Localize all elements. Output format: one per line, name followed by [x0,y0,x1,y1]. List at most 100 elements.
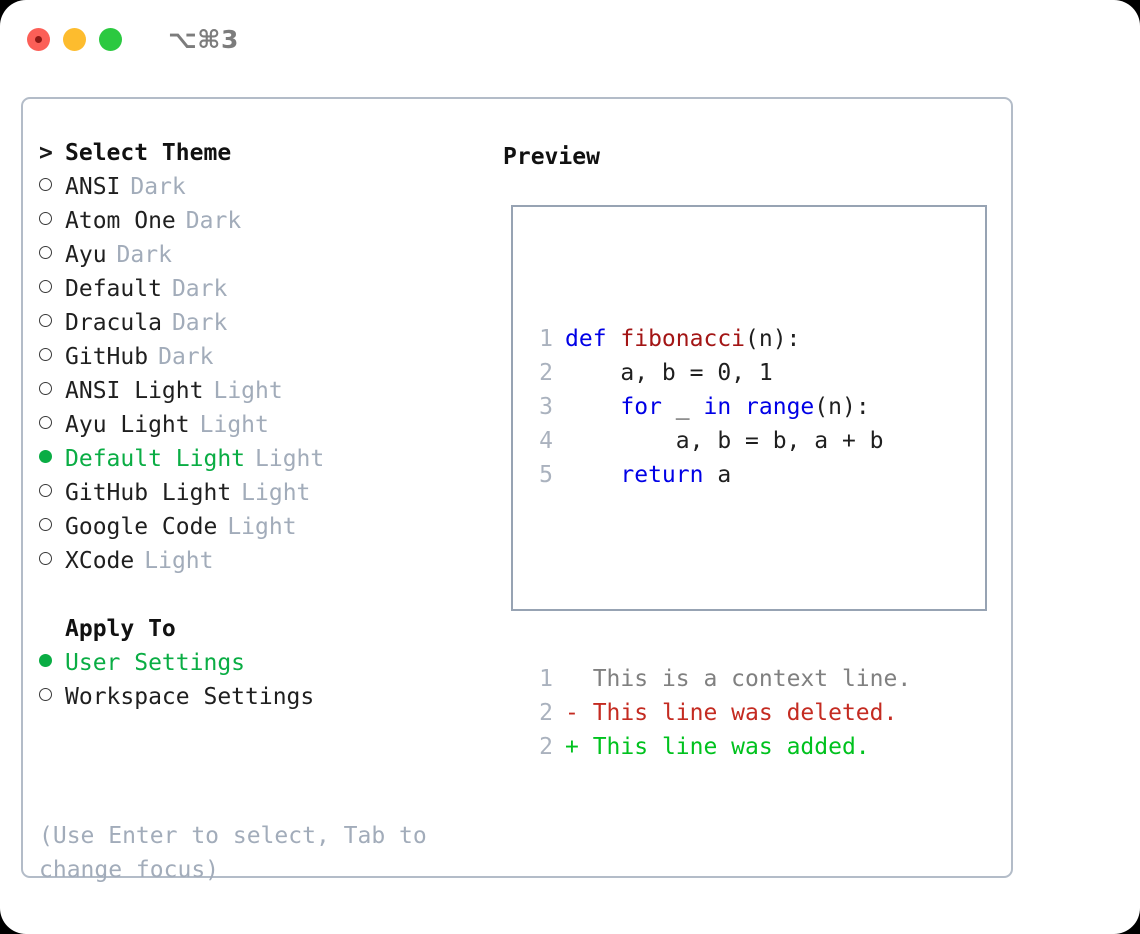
theme-variant-tag: Light [213,378,283,404]
theme-name: Google Code [65,514,218,540]
theme-name: Default [65,276,162,302]
diff-sign: - [565,700,579,726]
theme-name: ANSI Light [65,378,204,404]
radio-unselected-icon [39,212,52,225]
theme-variant-tag: Light [199,412,269,438]
radio-unselected-icon [39,246,52,259]
preview-title: Preview [503,144,600,170]
minimize-button-icon[interactable] [63,27,86,51]
preview-column: Preview [503,140,993,174]
code-line: 2 a, b = 0, 1 [531,356,911,390]
code-token: range [745,394,815,420]
code-line: 3 for _ in range(n): [531,390,911,424]
code-token: for [620,394,662,420]
line-number: 2 [539,700,553,726]
code-line: 5 return a [531,458,911,492]
code-token: def [565,326,621,352]
theme-list-item[interactable]: Atom One Dark [39,208,479,242]
diff-line: 2+ This line was added. [531,730,911,764]
theme-variant-tag: Dark [130,174,186,200]
code-token [731,394,745,420]
diff-lines: 1 This is a context line.2- This line wa… [531,662,911,764]
code-token: a [703,462,732,488]
theme-name: GitHub [65,344,149,370]
theme-name: GitHub Light [65,480,232,506]
code-token: (n): [814,394,870,420]
theme-variant-tag: Dark [171,310,228,336]
theme-variant-tag: Light [144,548,214,574]
theme-list-item[interactable]: Default Light Light [39,446,479,480]
theme-variant-tag: Dark [116,242,172,268]
code-token [565,394,620,420]
code-token [565,462,620,488]
caret-icon: > [39,140,53,166]
apply-to-heading: o Apply To [39,616,479,650]
theme-list-item[interactable]: ANSI Dark [39,174,479,208]
code-token: a, b = 0, 1 [565,360,773,386]
radio-selected-icon [39,450,52,463]
select-theme-heading: > Select Theme [39,140,232,166]
code-token: fibonacci [620,326,746,352]
code-token: a, b = b, a + b [565,428,884,454]
radio-selected-icon [39,654,52,667]
radio-unselected-icon [39,688,52,701]
radio-unselected-icon [39,416,52,429]
theme-name: Default Light [65,446,246,472]
line-number: 2 [539,360,553,386]
code-token: (n): [745,326,801,352]
line-number: 5 [539,462,553,488]
spacer-icon: o [39,618,65,641]
theme-variant-tag: Light [241,480,311,506]
apply-to-item[interactable]: User Settings [39,650,479,684]
close-button-icon[interactable] [27,27,50,51]
traffic-lights [27,27,122,51]
code-line: 4 a, b = b, a + b [531,424,911,458]
theme-name: Dracula [65,310,162,336]
radio-unselected-icon [39,552,52,565]
apply-to-label: Workspace Settings [65,684,315,710]
radio-unselected-icon [39,178,52,191]
line-number: 2 [539,734,553,760]
theme-name: Atom One [65,208,176,234]
line-number: 1 [539,326,553,352]
radio-unselected-icon [39,518,52,531]
theme-list-item[interactable]: Google Code Light [39,514,479,548]
line-number: 4 [539,428,553,454]
code-gap [531,560,911,594]
diff-text: This is a context line. [578,666,912,692]
theme-list-item[interactable]: GitHub Dark [39,344,479,378]
theme-list-item[interactable]: GitHub Light Light [39,480,479,514]
diff-line: 1 This is a context line. [531,662,911,696]
diff-sign: + [565,734,579,760]
theme-variant-tag: Light [227,514,297,540]
title-bar: ⌥⌘3 [0,0,1140,78]
diff-line: 2- This line was deleted. [531,696,911,730]
theme-variant-tag: Dark [185,208,242,234]
theme-name: ANSI [65,174,121,200]
keyboard-hint: (Use Enter to select, Tab to change focu… [39,823,427,883]
section-spacer [39,582,479,616]
diff-text: This line was deleted. [578,700,898,726]
zoom-button-icon[interactable] [99,27,122,51]
line-number: 1 [539,666,553,692]
radio-unselected-icon [39,484,52,497]
code-token: in [703,394,732,420]
theme-variant-tag: Light [255,446,325,472]
line-number: 3 [539,394,553,420]
apply-to-item[interactable]: Workspace Settings [39,684,479,718]
theme-list-item[interactable]: Dracula Dark [39,310,479,344]
theme-variant-tag: Dark [158,344,214,370]
theme-list-item[interactable]: ANSI Light Light [39,378,479,412]
